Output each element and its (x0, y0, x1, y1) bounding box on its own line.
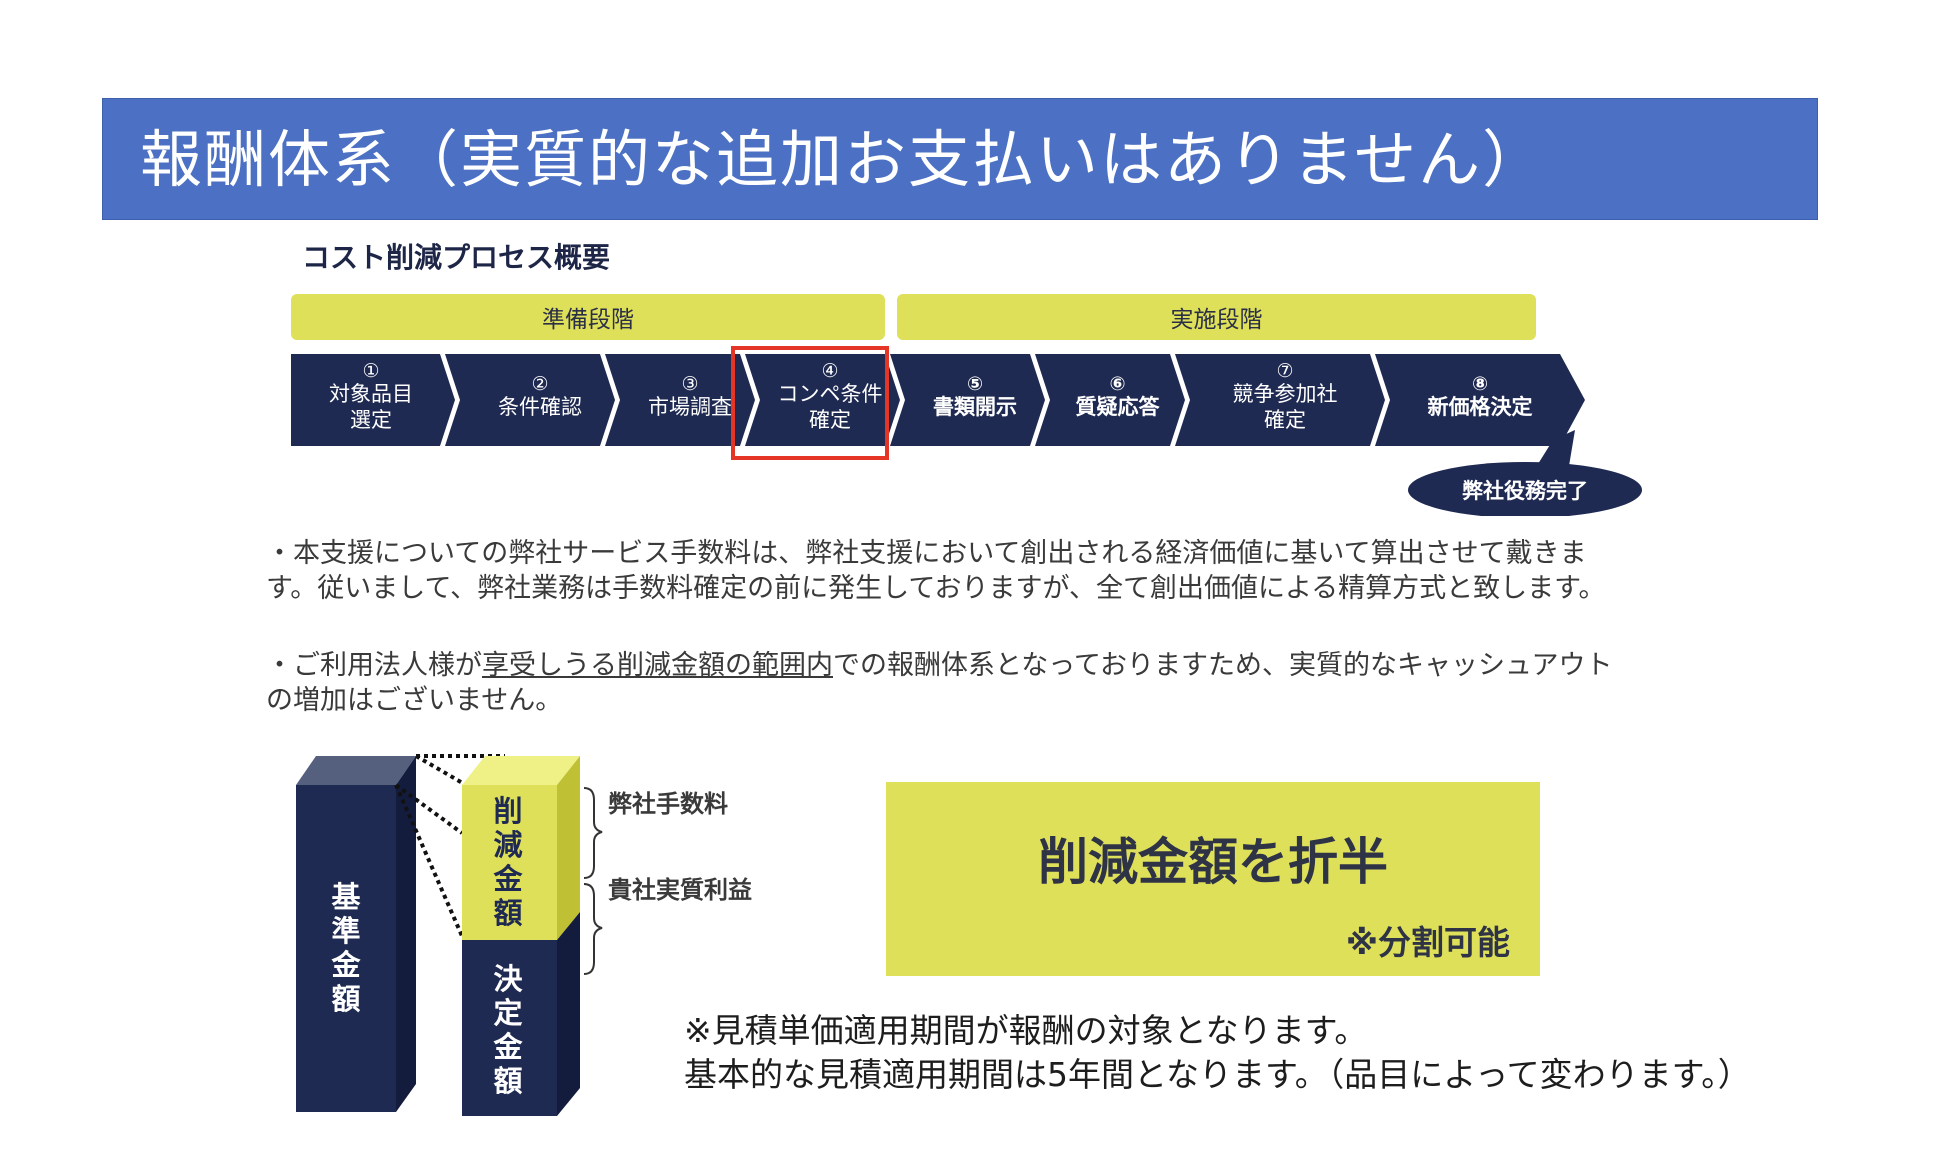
step-2-label: 条件確認 (498, 395, 582, 419)
slide-title: 報酬体系（実質的な追加お支払いはありません） (140, 123, 1547, 196)
step-2-num: ② (531, 373, 549, 395)
decided-bar-side (557, 912, 580, 1116)
saving-bar-front (462, 785, 557, 940)
step-7-num: ⑦ (1276, 360, 1294, 382)
paragraph-cashout-b: での報酬体系となっておりますため、実質的なキャッシュアウトの増加はございません。 (266, 650, 1613, 716)
step-5-label: 書類開示 (933, 395, 1017, 419)
step-7-label: 競争参加社 確定 (1232, 382, 1338, 432)
base-bar-side (396, 756, 416, 1112)
bubble-shape (1408, 462, 1642, 516)
step-8-label: 新価格決定 (1427, 395, 1533, 419)
title-bar (102, 98, 1818, 220)
paragraph-cashout: ・ご利用法人様が享受しうる削減金額の範囲内での報酬体系となっておりますため、実質… (266, 648, 1626, 718)
step-4-label: コンペ条件 確定 (777, 382, 883, 432)
step-6-num: ⑥ (1109, 373, 1126, 395)
saving-bar-top (462, 756, 580, 785)
phase-prep: 準備段階 (291, 294, 885, 340)
bubble-label: 弊社役務完了 (1462, 479, 1588, 503)
paragraph-cashout-a: ・ご利用法人様が (266, 650, 482, 681)
step-1-label: 対象品目 選定 (329, 382, 413, 432)
step-5-num: ⑤ (966, 373, 984, 395)
dotted-line-mid (394, 783, 464, 835)
step-3-num: ③ (681, 373, 699, 395)
step-3-label: 市場調査 (648, 395, 732, 419)
bracket-profit (583, 883, 603, 975)
step-1-arrow (291, 354, 455, 446)
note-line-2: 基本的な見積適用期間は5年間となります。（品目によって変わります。） (684, 1055, 1751, 1094)
callout-main: 削減金額を折半 (1038, 833, 1388, 891)
process-arrows (291, 354, 1642, 516)
base-bar-front (296, 785, 396, 1112)
process-title: コスト削減プロセス概要 (302, 241, 611, 274)
saving-bar-side (557, 756, 580, 940)
bracket-fee (583, 787, 603, 879)
decided-amount-label: 決 定 金 額 (493, 962, 523, 1098)
dotted-line-top-inner (414, 754, 468, 787)
step-8-num: ⑧ (1471, 373, 1489, 395)
step-3-arrow (605, 354, 755, 446)
highlight-step-4 (731, 346, 889, 460)
dotted-line-diag (394, 784, 464, 937)
callout-box (886, 782, 1540, 976)
step-1-num: ① (362, 360, 380, 382)
step-2-arrow (445, 354, 615, 446)
step-5-arrow (890, 354, 1045, 446)
fee-label: 弊社手数料 (608, 790, 728, 818)
step-6-label: 質疑応答 (1075, 395, 1160, 419)
saving-diagram (296, 754, 603, 1116)
paragraph-cashout-underline: 享受しうる削減金額の範囲内 (482, 650, 833, 681)
phase-exec: 実施段階 (897, 294, 1536, 340)
decided-bar-front (462, 940, 557, 1116)
step-4-num: ④ (821, 360, 839, 382)
base-bar-top (296, 756, 416, 785)
step-8-arrow (1375, 354, 1585, 446)
profit-label: 貴社実質利益 (608, 876, 752, 904)
saving-amount-label: 削 減 金 額 (493, 794, 523, 930)
step-7-arrow (1175, 354, 1385, 446)
callout-sub: ※分割可能 (1345, 923, 1510, 962)
note-line-1: ※見積単価適用期間が報酬の対象となります。 (684, 1011, 1368, 1050)
paragraph-fee: ・本支援についての弊社サービス手数料は、弊社支援において創出される経済価値に基い… (266, 538, 1606, 604)
step-6-arrow (1035, 354, 1185, 446)
step-4-arrow (745, 354, 900, 446)
base-amount-label: 基 準 金 額 (331, 880, 361, 1016)
